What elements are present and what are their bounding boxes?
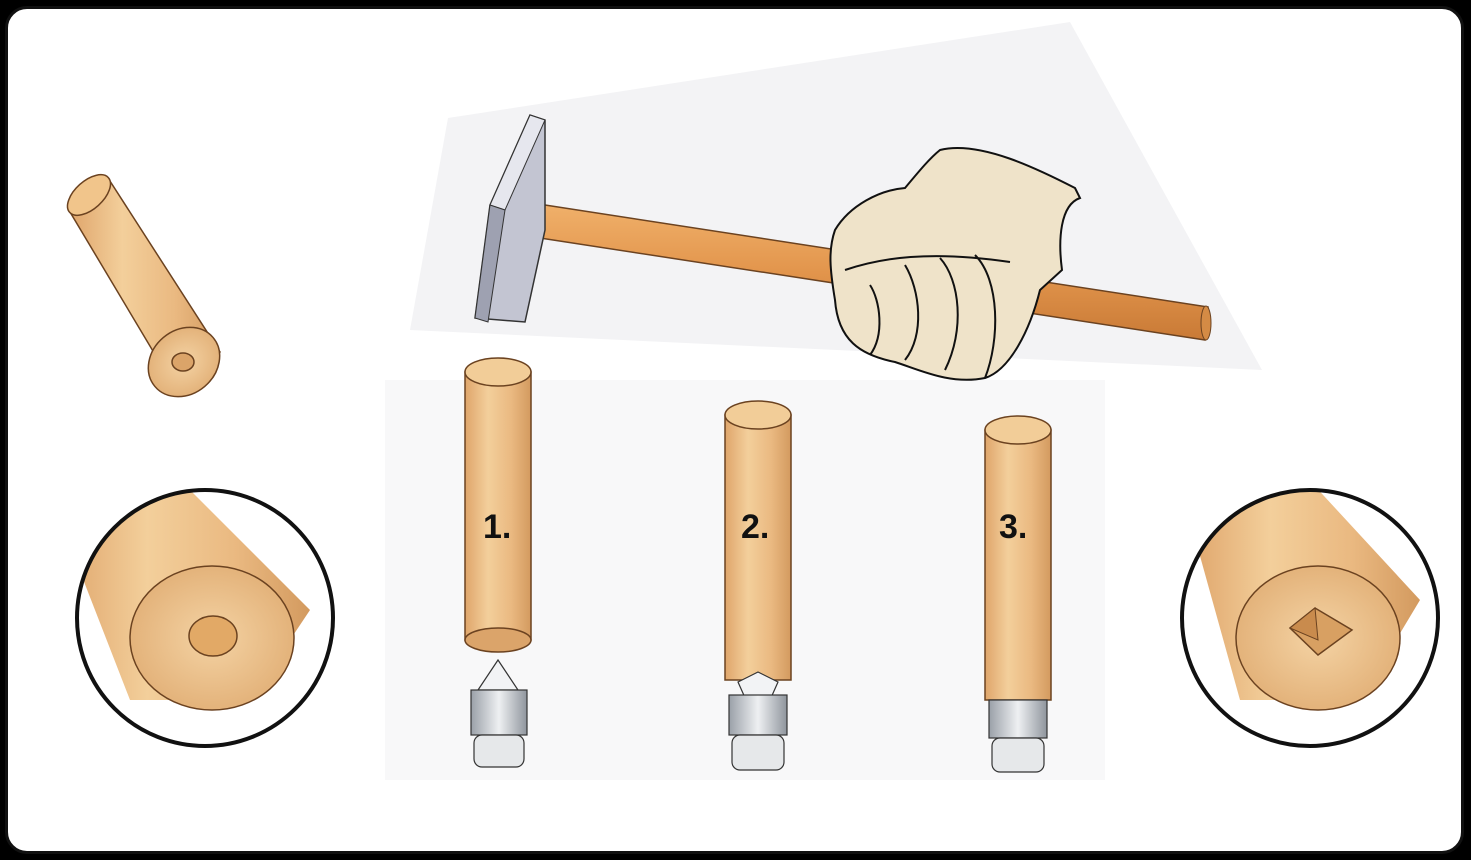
dowel-with-hole <box>66 173 221 398</box>
step-3-label: 3. <box>999 508 1028 546</box>
gloved-hand-icon <box>829 147 1082 381</box>
detail-round-hole <box>75 488 335 748</box>
step-1-illustration <box>464 357 532 768</box>
step-2-illustration <box>724 400 792 771</box>
step-2-label: 2. <box>741 508 770 546</box>
step-3-illustration <box>984 415 1052 773</box>
detail-square-imprint <box>1180 488 1440 748</box>
step-1-label: 1. <box>483 508 512 546</box>
